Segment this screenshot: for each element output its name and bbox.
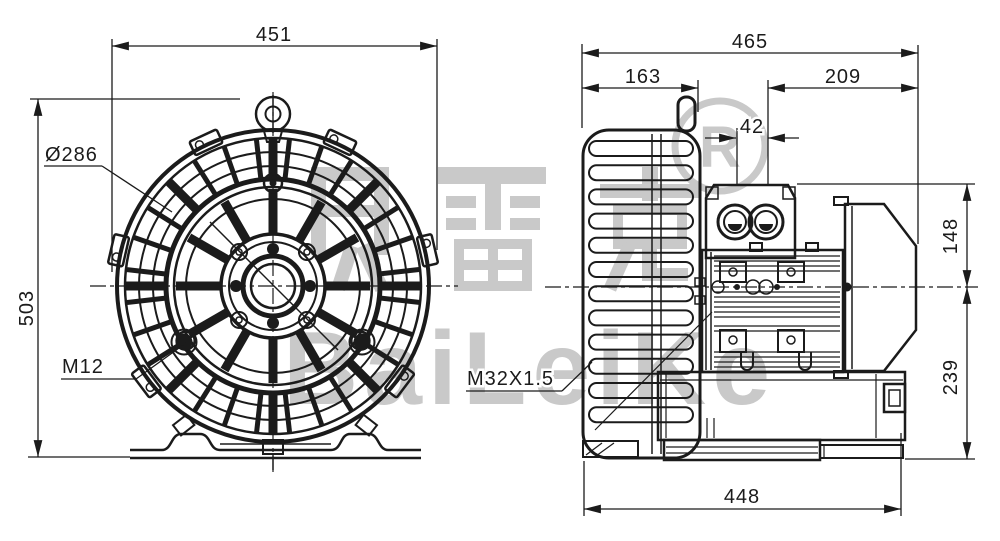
housing-handle: [676, 95, 697, 133]
label-guard-diameter: Ø286: [43, 142, 173, 213]
dim-front-overall-height-label: 503: [16, 290, 38, 326]
dimension-silencer-offset: 42: [705, 114, 799, 184]
dimension-height-above-axis: 148: [797, 183, 975, 287]
base-frame: [656, 370, 907, 462]
dimension-front-overall-height: 503: [14, 98, 240, 458]
blower-housing: [581, 128, 713, 460]
section-line: [209, 221, 339, 351]
watermark-cjk-char-2: [438, 167, 546, 291]
dim-height-above-axis-label: 148: [940, 218, 962, 254]
lifting-eye: [254, 95, 292, 143]
cable-gland-label: M32X1.5: [467, 368, 554, 390]
dimension-front-overall-width: 451: [111, 22, 438, 272]
front-view: [90, 92, 458, 472]
watermark-registered-icon: R: [671, 97, 769, 195]
m12-bolts: [170, 328, 376, 356]
dimension-height-below-axis: 239: [905, 287, 975, 460]
watermark-registered-letter: R: [699, 115, 741, 180]
dim-base-length-label: 448: [724, 486, 760, 508]
dimension-base-length: 448: [583, 433, 902, 516]
dim-front-overall-width-label: 451: [256, 24, 292, 46]
motor-body: [700, 242, 852, 374]
label-cable-gland: M32X1.5: [465, 361, 593, 393]
port-left: [716, 203, 754, 241]
dim-silencer-offset-label: 42: [740, 116, 764, 138]
port-right: [747, 203, 785, 241]
side-view: [545, 95, 978, 462]
label-guard-bolt: M12: [60, 342, 187, 381]
dimension-motor-length: 209: [767, 64, 918, 184]
dim-height-below-axis-label: 239: [940, 359, 962, 395]
dim-side-overall-length-label: 465: [732, 31, 768, 53]
dimension-side-overall-length: 465: [581, 29, 919, 244]
dim-housing-depth-label: 163: [625, 66, 661, 88]
dimension-housing-depth: 163: [582, 64, 699, 112]
housing-foot: [582, 440, 639, 458]
dim-motor-length-label: 209: [825, 66, 861, 88]
guard-bolt-label: M12: [62, 356, 104, 378]
bottom-bracket: [262, 439, 284, 470]
mounting-feet: [130, 413, 421, 460]
guard-diameter-label: Ø286: [45, 144, 98, 166]
